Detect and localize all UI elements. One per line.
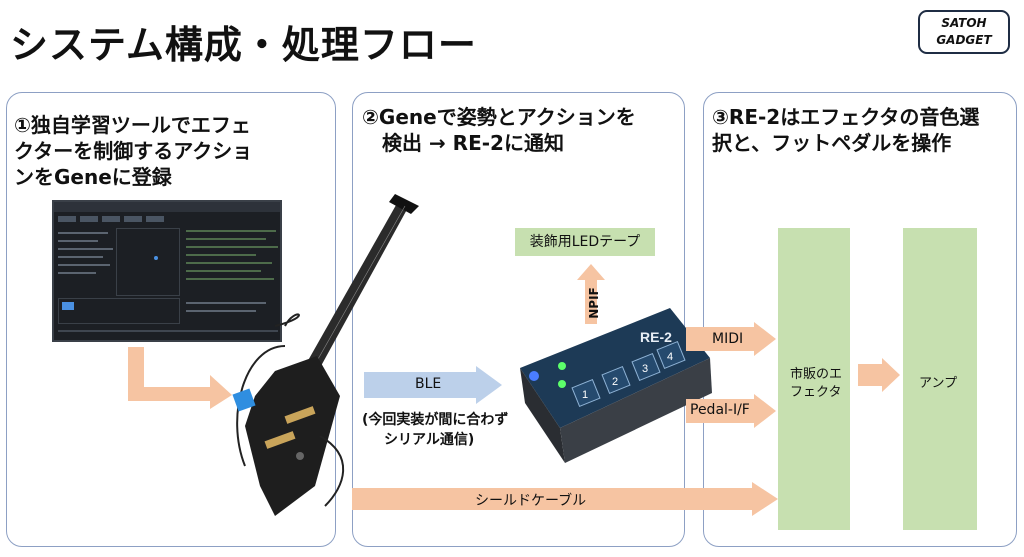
pedal-arrow [686,394,776,428]
panel-1-title: ①独自学習ツールでエフェ クターを制御するアクショ ンをGeneに登録 [14,113,253,189]
npif-arrow [577,264,605,324]
device-button-1: 1 [582,389,588,401]
guitar-image [232,194,419,516]
amp-label: アンプ [919,376,958,391]
re2-device: RE-2 1 2 3 4 [520,308,712,463]
brand-logo: SATOH GADGET [918,10,1010,54]
led-tape-box: 装飾用LEDテープ [515,228,655,256]
panel-3-title: ③RE-2はエフェクタの音色選 択と、フットペダルを操作 [712,105,980,155]
logo-line-1: SATOH [941,16,987,30]
amp-box [903,228,977,530]
re2-label: RE-2 [640,329,672,345]
device-button-4: 4 [667,351,673,363]
shield-cable-label: シールドケーブル [475,493,587,509]
ble-label: BLE [415,376,442,392]
effector-label: 市販のエ フェクタ [790,367,843,400]
effector-box [778,228,850,530]
shield-cable-arrow [352,482,778,516]
pedal-label: Pedal-I/F [690,402,750,418]
effector-amp-arrow [858,358,900,392]
panel-2 [352,92,685,547]
logo-line-2: GADGET [936,33,992,47]
panel-3 [703,92,1017,547]
midi-arrow [686,322,776,356]
device-button-3: 3 [642,363,648,375]
register-arrow [128,347,232,409]
midi-label: MIDI [712,331,744,347]
page-title: システム構成・処理フロー [10,23,477,67]
panel-2-title: ②Geneで姿勢とアクションを 検出 → RE-2に通知 [362,105,636,155]
device-button-2: 2 [612,376,618,388]
ble-arrow [364,366,502,404]
serial-note: (今回実装が間に合わず シリアル通信) [362,412,509,448]
learning-tool-screenshot [52,200,282,342]
